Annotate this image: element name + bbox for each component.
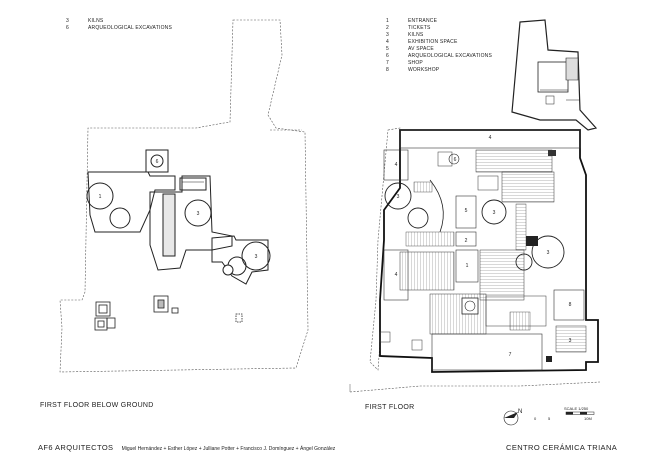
plan-label: 4 <box>489 135 492 141</box>
plan-label: 8 <box>569 302 572 308</box>
plan-title-first-floor: FIRST FLOOR <box>365 404 415 411</box>
scale-tick: 5 <box>548 416 551 421</box>
main-building <box>379 129 599 373</box>
legend-number: 3 <box>66 18 69 24</box>
legend-row: 7 SHOP <box>386 60 492 67</box>
legend-label: ENTRANCE <box>408 18 438 24</box>
legend-label: KILNS <box>408 32 424 38</box>
scale-and-north <box>503 410 595 426</box>
kiln-area-left <box>86 149 176 233</box>
plan-label: 4 <box>395 162 398 168</box>
legend-number: 5 <box>386 46 389 52</box>
legend-number: 3 <box>386 32 389 38</box>
legend-number: 6 <box>386 53 389 59</box>
legend-row: 1 ENTRANCE <box>386 18 492 25</box>
scale-tick: 10M <box>584 416 592 421</box>
legend-row: 3 KILNS <box>386 32 492 39</box>
legend-row: 3 KILNS <box>66 18 172 25</box>
legend-label: ARQUEOLOGICAL EXCAVATIONS <box>88 25 172 31</box>
plan-label: 2 <box>465 238 468 244</box>
site-boundary <box>59 19 309 373</box>
plan-label: 1 <box>99 194 102 200</box>
legend-label: ARQUEOLOGICAL EXCAVATIONS <box>408 53 492 59</box>
plan-label: 1 <box>466 263 469 269</box>
kiln-area-right <box>211 235 271 285</box>
legend-number: 6 <box>66 25 69 31</box>
scale-label: SCALE 1/250 <box>564 406 589 411</box>
legend-number: 7 <box>386 60 389 66</box>
plan-label: 4 <box>395 272 398 278</box>
legend-row: 6 ARQUEOLOGICAL EXCAVATIONS <box>386 53 492 60</box>
firm-name: AF6 ARQUITECTOS <box>38 443 114 452</box>
plan-below-ground: 1 3 3 6 <box>59 19 309 373</box>
plan-label: 3 <box>493 210 496 216</box>
excavation-remains <box>94 295 243 331</box>
legend-row: 5 AV SPACE <box>386 46 492 53</box>
team-names: Miguel Hernández + Esther López + Jullia… <box>121 446 336 452</box>
plan-label: 5 <box>465 208 468 214</box>
legend-row: 2 TICKETS <box>386 25 492 32</box>
legend-label: AV SPACE <box>408 46 434 52</box>
project-name: CENTRO CERÁMICA TRIANA <box>506 443 618 452</box>
legend-label: KILNS <box>88 18 104 24</box>
legend-number: 8 <box>386 67 389 73</box>
legend-label: WORKSHOP <box>408 67 440 73</box>
corridor-below-ground <box>149 175 233 271</box>
legend-first-floor: 1 ENTRANCE 2 TICKETS 3 KILNS 4 EXHIBITION SP… <box>386 18 492 74</box>
legend-below-ground: 3 KILNS 6 ARQUEOLOGICAL EXCAVATIONS <box>66 18 172 32</box>
legend-row: 6 ARQUEOLOGICAL EXCAVATIONS <box>66 25 172 32</box>
plan-label: 3 <box>197 211 200 217</box>
legend-row: 8 WORKSHOP <box>386 67 492 74</box>
north-label: N <box>518 409 523 415</box>
plan-first-floor: 1 2 3 3 3 4 4 4 5 6 7 8 3 <box>349 19 601 393</box>
legend-number: 1 <box>386 18 389 24</box>
scale-block: N SCALE 1/250 0 5 10M <box>504 402 594 432</box>
street-edge <box>349 381 601 393</box>
annex-building <box>511 19 598 131</box>
legend-label: SHOP <box>408 60 423 66</box>
legend-label: TICKETS <box>408 25 431 31</box>
footer-credits: AF6 ARQUITECTOS Miguel Hernández + Esthe… <box>38 443 335 452</box>
plan-label: 6 <box>156 159 159 165</box>
legend-number: 2 <box>386 25 389 31</box>
plan-label: 3 <box>547 250 550 256</box>
legend-row: 4 EXHIBITION SPACE <box>386 39 492 46</box>
scale-tick: 0 <box>534 416 537 421</box>
plan-label: 7 <box>509 352 512 358</box>
legend-number: 4 <box>386 39 389 45</box>
plan-label: 3 <box>397 194 400 200</box>
plan-label: 3 <box>255 254 258 260</box>
plan-title-below-ground: FIRST FLOOR BELOW GROUND <box>40 402 154 409</box>
legend-label: EXHIBITION SPACE <box>408 39 458 45</box>
plan-label: 3 <box>569 338 572 344</box>
plan-label: 6 <box>454 157 457 163</box>
